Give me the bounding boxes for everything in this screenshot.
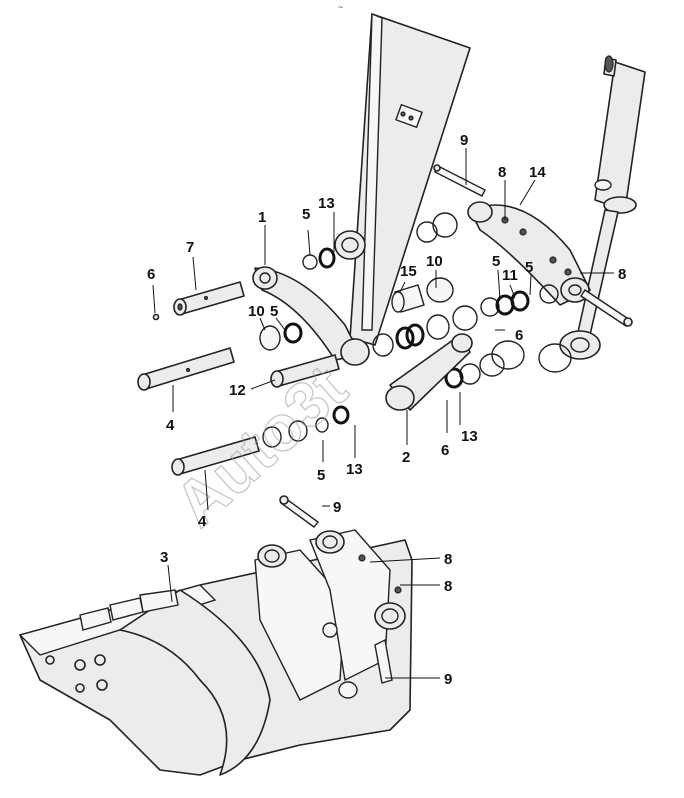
- callout-13-top: 13: [318, 195, 335, 212]
- callout-2: 2: [402, 449, 410, 466]
- pin-9-right: [580, 289, 633, 327]
- callout-3: 3: [160, 549, 168, 566]
- pin-4-lower: [171, 405, 350, 476]
- callout-1: 1: [258, 209, 266, 226]
- callout-14: 14: [529, 164, 546, 181]
- link-2: [385, 333, 473, 411]
- callout-13-lower: 13: [346, 461, 363, 478]
- pin-12: [270, 354, 340, 388]
- callout-6-right: 6: [515, 327, 523, 344]
- callout-5-right-b: 5: [525, 259, 533, 276]
- hydraulic-cylinder: [559, 55, 646, 360]
- callout-7: 7: [186, 239, 194, 256]
- callout-12: 12: [229, 382, 246, 399]
- callout-8-right: 8: [618, 266, 626, 283]
- callout-5-upper-left: 5: [302, 206, 310, 223]
- bushing-10-left: [259, 322, 303, 351]
- callout-6-left: 6: [147, 266, 155, 283]
- top-mark: ~: [338, 2, 343, 12]
- pin-9-lower: [279, 495, 320, 528]
- callout-5-lower: 5: [317, 467, 325, 484]
- pin-4-upper: [137, 347, 235, 391]
- bushing-15: [391, 284, 425, 313]
- callout-15: 15: [400, 263, 417, 280]
- callout-4-upper: 4: [166, 417, 175, 434]
- cotter-6-left: [152, 313, 160, 321]
- callout-10-right: 10: [426, 253, 443, 270]
- washer-group-right: [416, 212, 572, 389]
- callout-11: 11: [502, 267, 518, 284]
- bucket: [18, 529, 413, 776]
- callout-8-bucket-a: 8: [444, 551, 452, 568]
- watermark: Auto3t: [161, 351, 360, 540]
- callouts: 1 2 3 4 4 5 5 5 5 5 6 6 6 7 8 8 8 8 9 9 …: [147, 132, 626, 688]
- callout-13-right: 13: [461, 428, 478, 445]
- callout-8-bucket-b: 8: [444, 578, 452, 595]
- pin-7: [173, 281, 245, 316]
- callout-5-right-a: 5: [492, 253, 500, 270]
- callout-8-top: 8: [498, 164, 506, 181]
- callout-9-bucket: 9: [444, 671, 452, 688]
- dipper-arm: [334, 12, 471, 346]
- leader-lines: [152, 148, 614, 679]
- pin-9-upper: [433, 164, 486, 197]
- h-link: [467, 201, 591, 306]
- callout-5-left: 5: [270, 303, 278, 320]
- callout-6-lower: 6: [441, 442, 449, 459]
- callout-4-lower: 4: [198, 513, 207, 530]
- callout-9-top: 9: [460, 132, 468, 149]
- callout-10-left: 10: [248, 303, 265, 320]
- callout-9-middle: 9: [333, 499, 341, 516]
